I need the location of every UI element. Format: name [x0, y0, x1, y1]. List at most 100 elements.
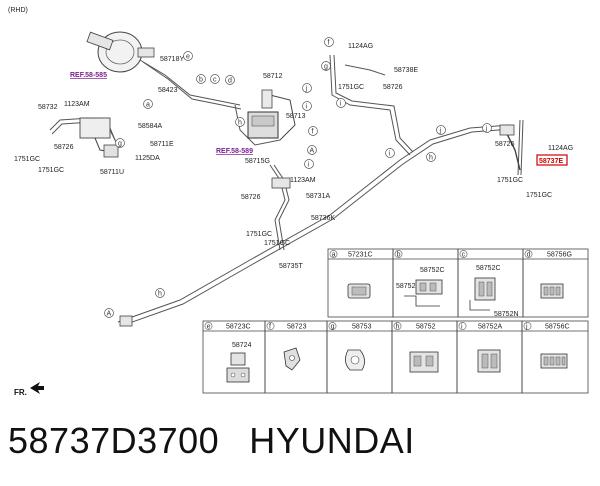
marker-j-1: j — [302, 83, 312, 93]
label-58715G: 58715G — [245, 158, 270, 165]
label-1751GC-a: 1751GC — [14, 156, 40, 163]
table-row-1 — [327, 248, 589, 318]
caption: 58737D3700 HYUNDAI — [8, 420, 445, 462]
svg-text:g: g — [324, 64, 328, 71]
svg-text:58752: 58752 — [416, 324, 436, 331]
part-58756G-img — [540, 283, 564, 299]
part-58752A-img — [477, 349, 501, 373]
svg-text:h: h — [429, 155, 433, 162]
svg-text:e: e — [186, 54, 190, 61]
svg-text:h: h — [158, 291, 162, 298]
marker-h-1: h — [155, 288, 165, 298]
marker-i-2: i — [304, 159, 314, 169]
marker-f-2: f — [324, 37, 334, 47]
svg-text:58723C: 58723C — [226, 324, 251, 331]
marker-d: d — [225, 75, 235, 85]
marker-i-1: i — [302, 101, 312, 111]
table-header-d: d 58756G — [524, 250, 572, 259]
caption-brand: HYUNDAI — [249, 420, 415, 461]
label-1125DA: 1125DA — [135, 155, 160, 162]
table-row-2 — [202, 320, 589, 394]
svg-text:j: j — [525, 323, 528, 330]
label-1123AM-a: 1123AM — [64, 101, 90, 108]
svg-text:A: A — [107, 311, 112, 318]
svg-text:g: g — [118, 141, 122, 148]
caption-part-number: 58737D3700 — [8, 420, 220, 461]
label-58726-a: 58726 — [54, 144, 74, 151]
part-labels: 58718Y 58423 58712 58713 58715G 58732 11… — [14, 43, 573, 270]
marker-e: e — [183, 51, 193, 61]
svg-text:j: j — [305, 86, 308, 93]
table-header-e: e 58723C — [204, 322, 251, 331]
table-header-i: i 58752A — [458, 322, 502, 331]
label-1751GC-g: 1751GC — [264, 240, 290, 247]
part-58723C-img — [226, 352, 250, 383]
label-58726-b: 58726 — [383, 84, 403, 91]
header-variant: (RHD) — [8, 7, 28, 14]
marker-j-2: j — [482, 123, 492, 133]
svg-text:i: i — [461, 323, 463, 330]
svg-text:e: e — [207, 323, 211, 330]
svg-text:a: a — [146, 102, 150, 109]
marker-A-2: A — [104, 308, 114, 318]
mid-clip-assembly — [119, 177, 291, 327]
left-hose-assembly — [79, 117, 119, 158]
label-1751GC-e: 1751GC — [526, 192, 552, 199]
front-direction-label: FR. — [14, 388, 27, 397]
svg-text:b: b — [397, 251, 401, 258]
abs-module — [247, 89, 296, 141]
svg-text:f: f — [328, 40, 330, 47]
table-header-c: c — [459, 250, 468, 258]
svg-text:c: c — [462, 251, 466, 258]
svg-text:f: f — [269, 323, 271, 330]
svg-text:d: d — [527, 251, 531, 258]
svg-text:j: j — [439, 128, 442, 135]
label-1124AG-b: 1124AG — [548, 145, 573, 152]
part-58752-c-img — [469, 277, 496, 311]
marker-h-2: h — [426, 152, 436, 162]
marker-g-1: g — [115, 138, 125, 148]
part-58752C-c: 58752C — [476, 265, 501, 272]
svg-text:d: d — [228, 78, 232, 85]
label-58738E: 58738E — [394, 67, 418, 74]
highlight-box — [536, 154, 568, 166]
svg-text:57231C: 57231C — [348, 252, 373, 259]
part-58752G: 58752G — [396, 283, 421, 290]
rear-hose-assembly — [499, 124, 521, 171]
svg-text:i: i — [340, 101, 342, 108]
label-58736K: 58736K — [311, 215, 335, 222]
svg-text:h: h — [238, 120, 242, 127]
marker-g-2: g — [321, 61, 331, 71]
label-1751GC-c: 1751GC — [338, 84, 364, 91]
table-header-f: f 58723 — [266, 322, 307, 331]
marker-h-3: h — [235, 117, 245, 127]
svg-text:i: i — [306, 104, 308, 111]
label-1751GC-b: 1751GC — [38, 167, 64, 174]
label-58712: 58712 — [263, 73, 283, 80]
svg-text:58756G: 58756G — [547, 252, 572, 259]
part-58752-img — [409, 351, 439, 373]
svg-text:c: c — [213, 77, 217, 84]
svg-text:A: A — [310, 148, 315, 155]
marker-j-3: j — [436, 125, 446, 135]
part-58723-img — [283, 347, 301, 371]
label-58711U: 58711U — [100, 169, 124, 176]
label-1124AG-a: 1124AG — [348, 43, 373, 50]
marker-A-1: A — [307, 145, 317, 155]
label-58718Y: 58718Y — [160, 56, 184, 63]
svg-text:58752A: 58752A — [478, 324, 502, 331]
label-58726-d: 58726 — [241, 194, 261, 201]
svg-text:j: j — [485, 126, 488, 133]
highlight-part-label: 58737E — [539, 158, 563, 165]
brake-lines — [49, 54, 524, 327]
label-58732: 58732 — [38, 104, 58, 111]
marker-i-3: i — [336, 98, 346, 108]
svg-text:58723: 58723 — [287, 324, 307, 331]
front-arrow-icon — [30, 382, 44, 394]
marker-i-4: i — [385, 148, 395, 158]
